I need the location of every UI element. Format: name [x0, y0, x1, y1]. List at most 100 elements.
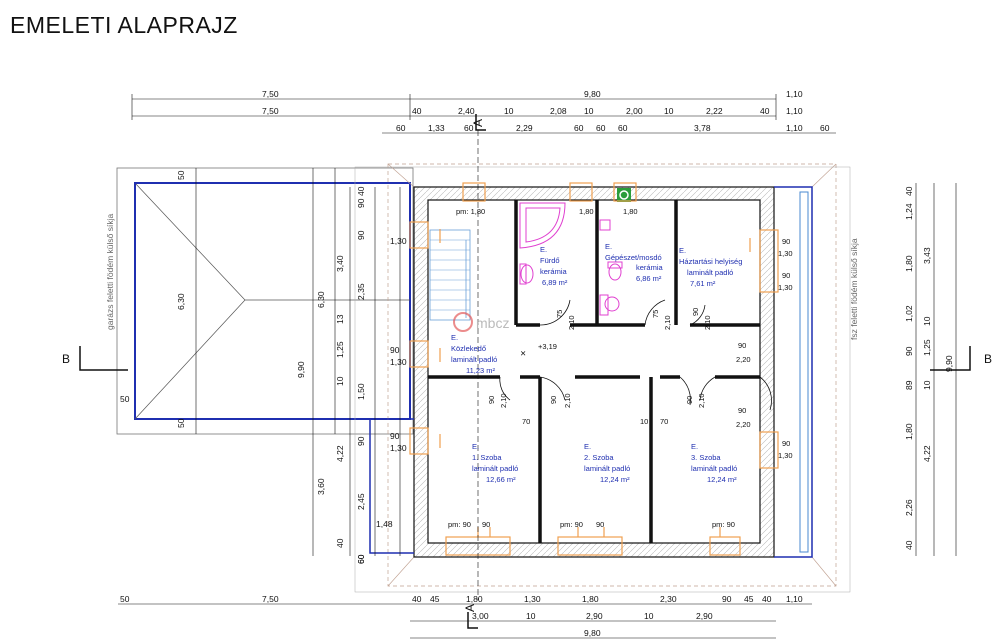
left-dimension-lines: [195, 168, 401, 556]
svg-text:1,33: 1,33: [428, 123, 445, 133]
svg-text:1,80: 1,80: [904, 255, 914, 272]
garage-roof-outline: [116, 167, 414, 435]
svg-text:1,30: 1,30: [524, 594, 541, 604]
svg-text:1,50: 1,50: [356, 383, 366, 400]
svg-text:1,10: 1,10: [786, 89, 803, 99]
room-bathroom: E. Fürdő kerámia 6,89 m²: [540, 245, 568, 287]
svg-text:2,10: 2,10: [663, 315, 672, 330]
svg-text:7,50: 7,50: [262, 594, 279, 604]
svg-text:10: 10: [664, 106, 674, 116]
svg-text:laminált padló: laminált padló: [472, 464, 518, 473]
svg-text:40: 40: [760, 106, 770, 116]
svg-text:kerámia: kerámia: [636, 263, 664, 272]
svg-text:1. Szoba: 1. Szoba: [472, 453, 502, 462]
svg-text:7,61 m²: 7,61 m²: [690, 279, 716, 288]
svg-text:1,24: 1,24: [904, 203, 914, 220]
doors: [499, 299, 772, 411]
svg-text:90: 90: [685, 396, 694, 404]
svg-text:90: 90: [487, 396, 496, 404]
svg-text:E.: E.: [691, 442, 698, 451]
svg-text:E.: E.: [605, 242, 612, 251]
svg-text:11,23 m²: 11,23 m²: [466, 366, 496, 375]
svg-text:6,30: 6,30: [176, 293, 186, 310]
top-dimension-lines: [131, 94, 836, 134]
svg-text:90: 90: [549, 396, 558, 404]
section-a-bottom: A: [463, 604, 477, 612]
svg-text:2,10: 2,10: [567, 315, 576, 330]
svg-text:E.: E.: [451, 333, 458, 342]
svg-text:90: 90: [356, 230, 366, 240]
svg-text:2,45: 2,45: [356, 493, 366, 510]
bathroom-fixtures: [519, 202, 623, 316]
svg-text:1,30: 1,30: [390, 443, 407, 453]
svg-text:50: 50: [120, 594, 130, 604]
svg-text:Fürdő: Fürdő: [540, 256, 560, 265]
svg-text:2,35: 2,35: [356, 283, 366, 300]
svg-text:10: 10: [504, 106, 514, 116]
svg-text:90: 90: [356, 436, 366, 446]
bottom-dimension-labels: 50 7,50 40 45 1,80 1,30 1,80 2,30 90 45 …: [120, 594, 803, 638]
svg-text:40: 40: [412, 106, 422, 116]
svg-text:pm: 90: pm: 90: [712, 520, 735, 529]
svg-text:1,80: 1,80: [904, 423, 914, 440]
svg-text:50: 50: [176, 170, 186, 180]
svg-text:2,20: 2,20: [736, 420, 751, 429]
svg-text:2,90: 2,90: [586, 611, 603, 621]
svg-text:1,30: 1,30: [390, 357, 407, 367]
right-dimension-labels: 40 1,24 1,80 1,02 90 89 1,80 2,26 40 3,4…: [904, 186, 954, 550]
page-title: EMELETI ALAPRAJZ: [10, 12, 238, 38]
svg-text:laminált padló: laminált padló: [584, 464, 630, 473]
svg-text:12,24 m²: 12,24 m²: [707, 475, 737, 484]
svg-text:4,22: 4,22: [922, 445, 932, 462]
svg-text:E.: E.: [472, 442, 479, 451]
svg-text:3,60: 3,60: [316, 478, 326, 495]
svg-text:1,30: 1,30: [778, 451, 793, 460]
svg-text:mbcz: mbcz: [476, 315, 509, 331]
svg-text:1,30: 1,30: [778, 249, 793, 258]
svg-text:3,40: 3,40: [335, 255, 345, 272]
svg-text:3,78: 3,78: [694, 123, 711, 133]
svg-text:90: 90: [356, 198, 366, 208]
svg-text:75: 75: [555, 310, 564, 318]
svg-text:10: 10: [335, 376, 345, 386]
svg-text:Gépészet/mosdó: Gépészet/mosdó: [605, 253, 662, 262]
svg-text:2,40: 2,40: [458, 106, 475, 116]
svg-text:1,25: 1,25: [922, 339, 932, 356]
svg-text:10: 10: [922, 380, 932, 390]
svg-text:90: 90: [722, 594, 732, 604]
staircase: [429, 229, 471, 321]
svg-text:1,30: 1,30: [778, 283, 793, 292]
svg-text:laminált padló: laminált padló: [451, 355, 497, 364]
svg-text:2,26: 2,26: [904, 499, 914, 516]
svg-text:2,90: 2,90: [696, 611, 713, 621]
svg-text:Háztartási helyiség: Háztartási helyiség: [679, 257, 742, 266]
svg-text:40: 40: [762, 594, 772, 604]
garage-edge-label: garázs feletti födém külső síkja: [105, 214, 115, 330]
svg-text:2,00: 2,00: [626, 106, 643, 116]
svg-text:60: 60: [396, 123, 406, 133]
svg-text:E.: E.: [584, 442, 591, 451]
svg-text:pm: 1,80: pm: 1,80: [456, 207, 485, 216]
svg-text:90: 90: [596, 520, 604, 529]
section-a-top: A: [471, 119, 485, 127]
svg-text:90: 90: [904, 346, 914, 356]
svg-text:2. Szoba: 2. Szoba: [584, 453, 614, 462]
svg-text:1,80: 1,80: [623, 207, 638, 216]
section-b-right: B: [984, 352, 992, 366]
svg-text:pm: 90: pm: 90: [560, 520, 583, 529]
room-bedroom-2: E. 2. Szoba laminált padló 12,24 m²: [584, 442, 630, 484]
svg-text:10: 10: [640, 417, 648, 426]
svg-text:pm: 90: pm: 90: [448, 520, 471, 529]
opening-labels: pm: 1,80 1,80 1,80 pm: 90 pm: 90 pm: 90 …: [448, 207, 793, 529]
svg-text:6,86 m²: 6,86 m²: [636, 274, 662, 283]
svg-text:laminált padló: laminált padló: [691, 464, 737, 473]
svg-text:2,10: 2,10: [703, 315, 712, 330]
svg-text:2,10: 2,10: [499, 393, 508, 408]
level-marker: +3,19: [538, 342, 557, 351]
interior-walls: [428, 200, 760, 543]
room-corridor: E. Közlekedő laminált padló 11,23 m²: [451, 333, 497, 375]
svg-text:4,22: 4,22: [335, 445, 345, 462]
svg-text:90: 90: [782, 439, 790, 448]
svg-text:12,24 m²: 12,24 m²: [600, 475, 630, 484]
